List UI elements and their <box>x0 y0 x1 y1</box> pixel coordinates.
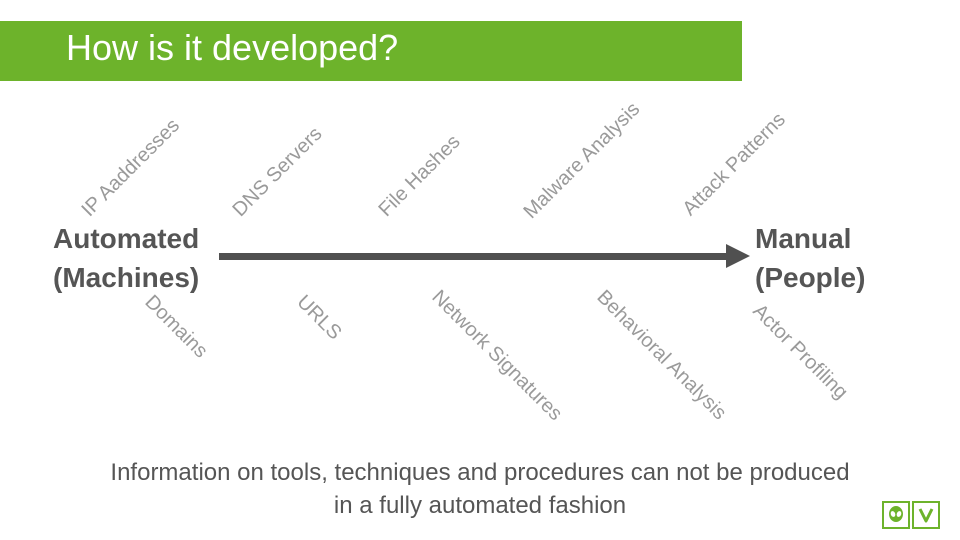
upper-label-malware-analysis: Malware Analysis <box>519 98 645 223</box>
upper-label-file-hashes: File Hashes <box>374 130 465 221</box>
footer-line1: Information on tools, techniques and pro… <box>110 459 850 486</box>
v-mark-icon <box>912 501 940 529</box>
automated-label: Automated (Machines) <box>53 219 199 297</box>
footer-line2: in a fully automated fashion <box>333 492 627 519</box>
slide-title: How is it developed? <box>66 27 399 68</box>
upper-label-ip-addresses: IP Aaddresses <box>77 114 184 221</box>
upper-label-attack-patterns: Attack Patterns <box>678 108 790 220</box>
automated-label-line1: Automated <box>53 223 200 254</box>
arrow-head-icon <box>726 244 750 268</box>
upper-label-dns-servers: DNS Servers <box>228 122 327 221</box>
lower-label-urls: URLS <box>292 291 346 345</box>
lower-label-behavioral-analysis: Behavioral Analysis <box>592 286 731 425</box>
manual-label-line2: (People) <box>755 262 866 293</box>
manual-label: Manual (People) <box>755 219 865 297</box>
lower-label-domains: Domains <box>140 291 212 363</box>
footer-note: Information on tools, techniques and pro… <box>20 456 940 522</box>
title-bar <box>0 21 742 81</box>
lower-label-actor-profiling: Actor Profiling <box>748 300 853 404</box>
brand-logo <box>882 501 940 529</box>
spectrum-arrow-line <box>219 253 728 260</box>
lower-label-network-signatures: Network Signatures <box>427 286 567 425</box>
alien-icon <box>882 501 910 529</box>
manual-label-line1: Manual <box>755 223 852 254</box>
automated-label-line2: (Machines) <box>53 262 200 293</box>
